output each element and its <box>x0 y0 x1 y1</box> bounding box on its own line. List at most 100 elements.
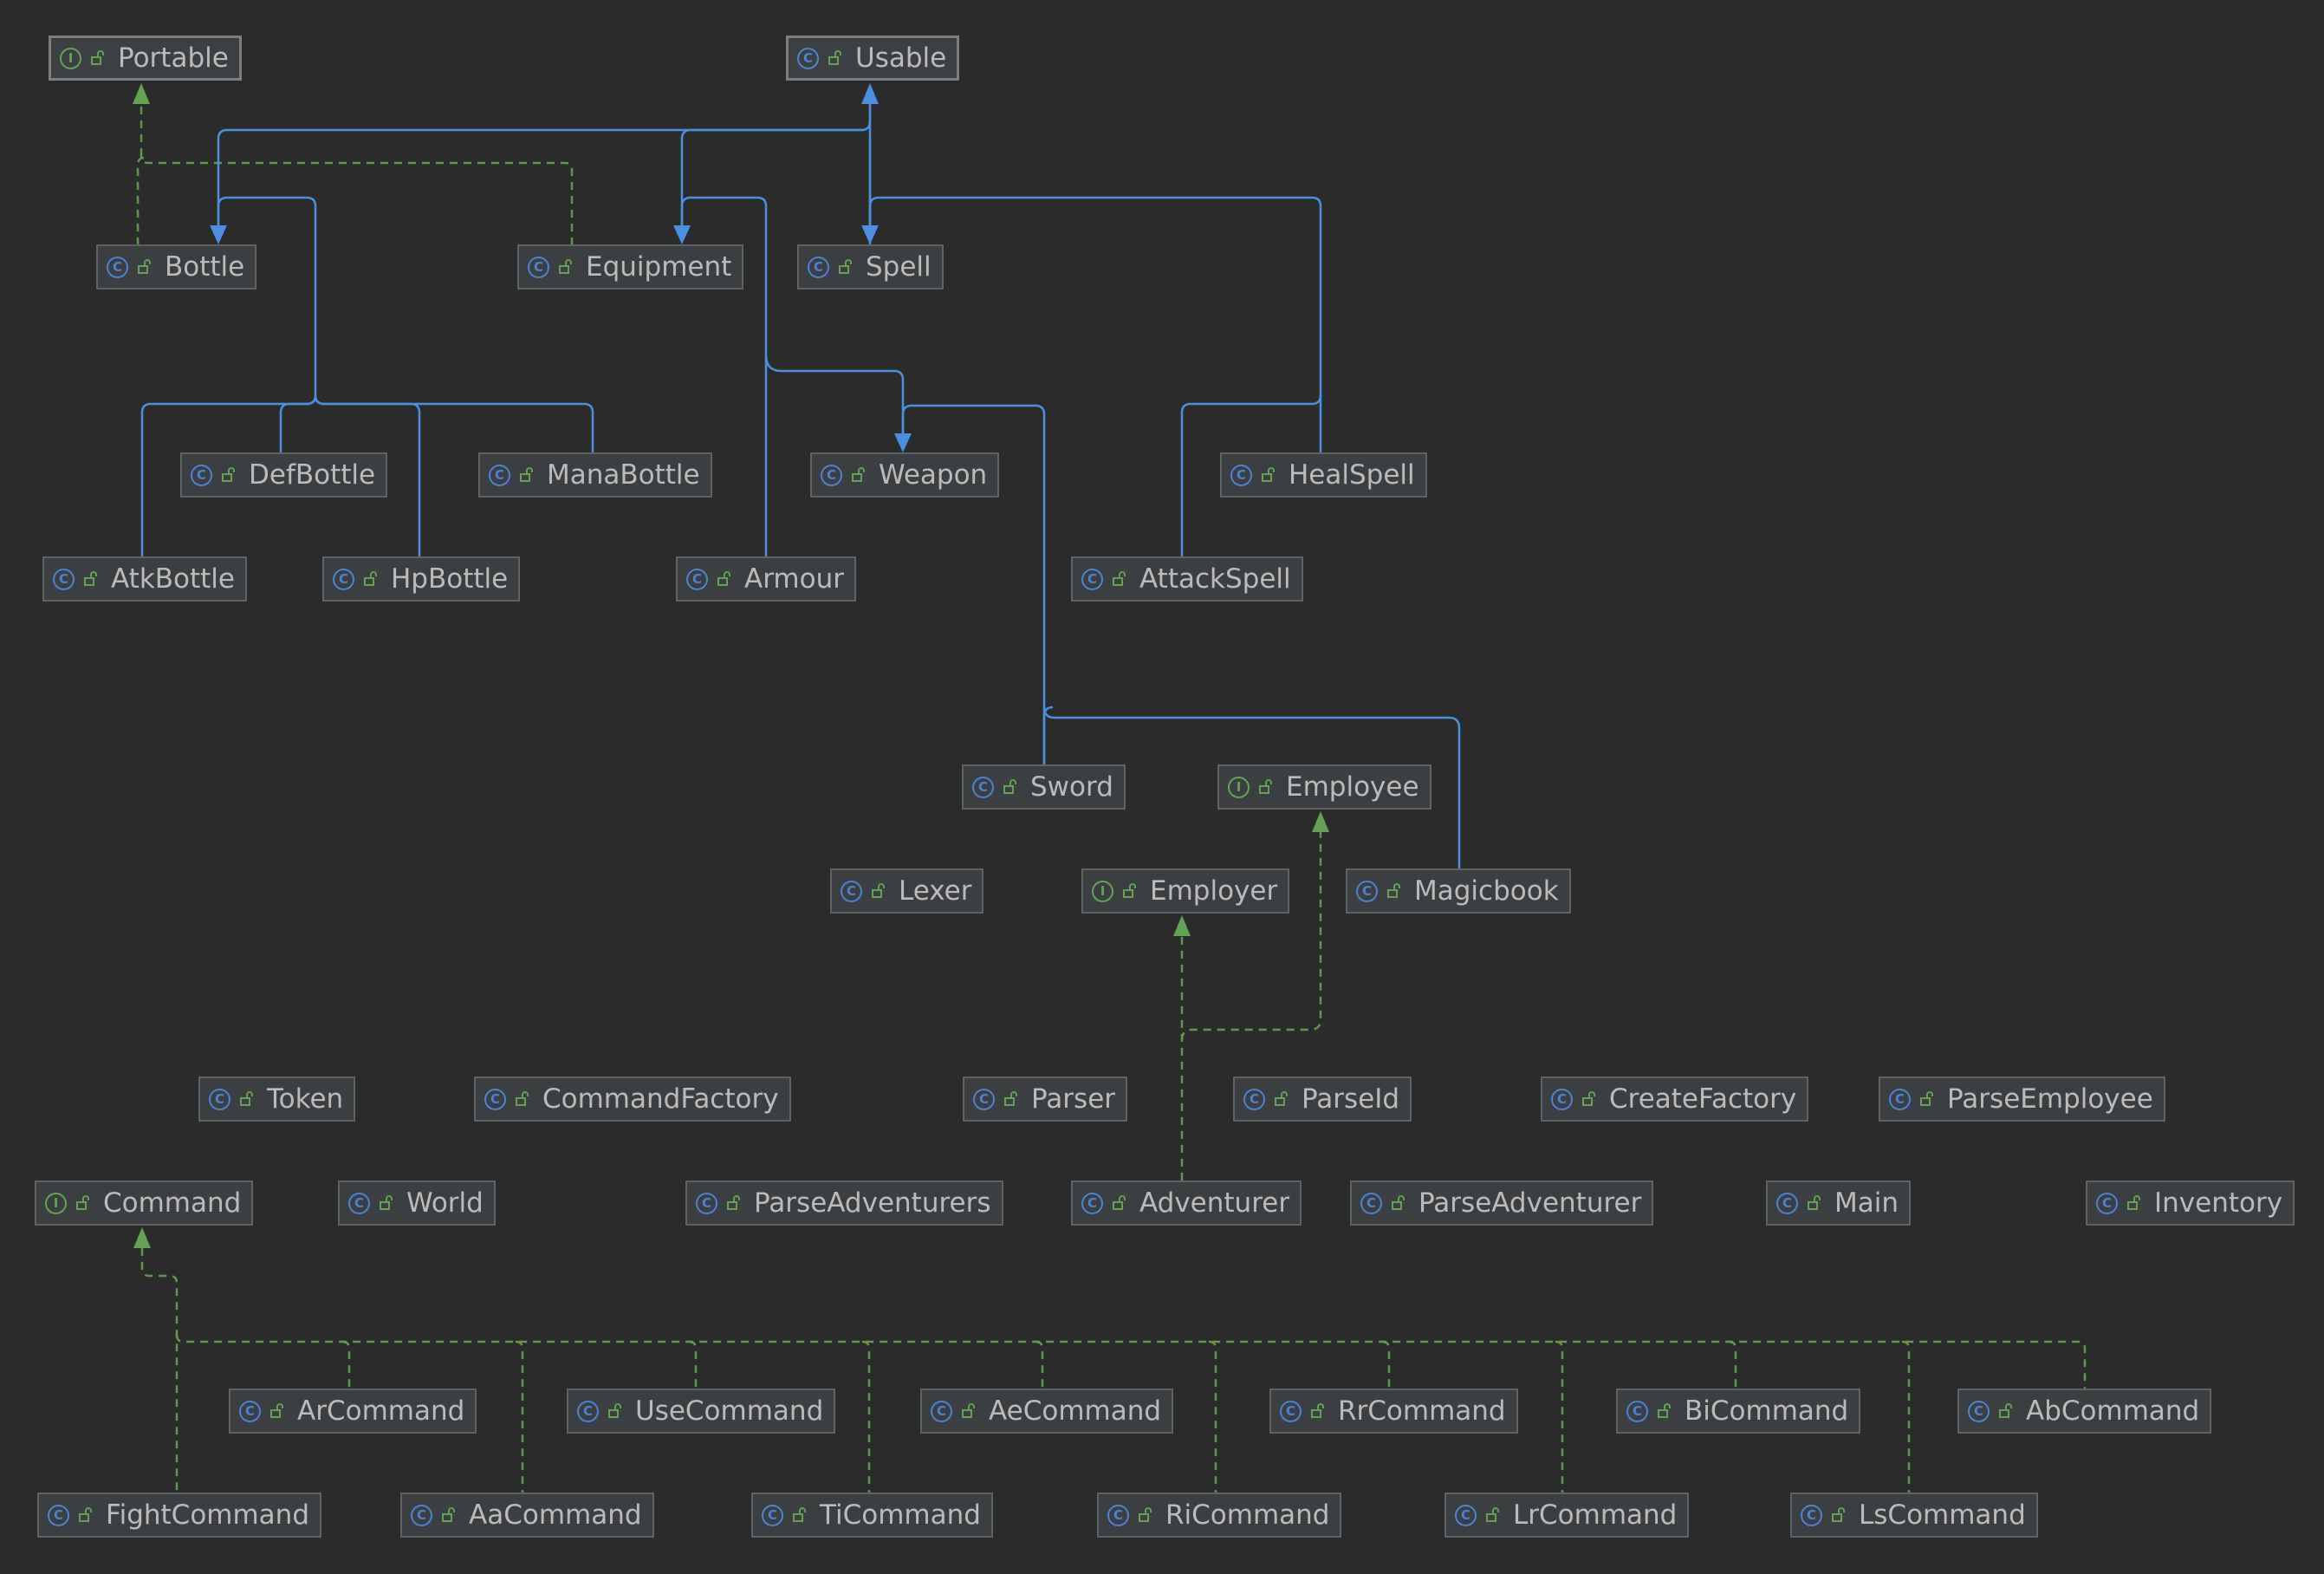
node-bicommand[interactable]: C BiCommand <box>1616 1389 1861 1434</box>
node-spell[interactable]: C Spell <box>797 244 944 289</box>
node-command[interactable]: I Command <box>35 1180 254 1226</box>
node-label: Adventurer <box>1139 1187 1290 1219</box>
class-icon: C <box>1360 1192 1382 1214</box>
node-usable[interactable]: C Usable <box>786 36 960 81</box>
node-createfactory[interactable]: C CreateFactory <box>1541 1076 1809 1122</box>
node-employee[interactable]: I Employee <box>1217 764 1431 810</box>
node-healspell[interactable]: C HealSpell <box>1220 452 1427 498</box>
runnable-class-icon: C <box>1776 1192 1798 1214</box>
node-ricommand[interactable]: C RiCommand <box>1097 1493 1342 1538</box>
node-inventory[interactable]: C Inventory <box>2086 1180 2295 1226</box>
class-icon: C <box>841 880 862 902</box>
node-label: Sword <box>1030 771 1113 803</box>
class-icon: C <box>107 256 128 278</box>
class-icon: C <box>333 568 354 590</box>
node-portable[interactable]: I Portable <box>49 36 242 81</box>
node-label: Magicbook <box>1414 875 1559 907</box>
public-access-icon <box>1999 1403 2012 1418</box>
node-manabottle[interactable]: C ManaBottle <box>478 452 712 498</box>
node-parseadventurers[interactable]: C ParseAdventurers <box>685 1180 1003 1226</box>
node-abcommand[interactable]: C AbCommand <box>1957 1389 2212 1434</box>
public-access-icon <box>1275 1091 1288 1106</box>
node-fightcommand[interactable]: C FightCommand <box>37 1493 321 1538</box>
public-access-icon <box>1311 1403 1324 1418</box>
public-access-icon <box>91 50 104 65</box>
edge-lscommand-command <box>1901 1340 1911 1493</box>
node-parseemployee[interactable]: C ParseEmployee <box>1879 1076 2165 1122</box>
public-access-icon <box>717 571 730 586</box>
interface-icon: I <box>1228 776 1250 798</box>
node-defbottle[interactable]: C DefBottle <box>180 452 388 498</box>
node-lexer[interactable]: C Lexer <box>830 868 984 914</box>
class-icon: C <box>808 256 829 278</box>
node-lscommand[interactable]: C LsCommand <box>1790 1493 2038 1538</box>
edge-aacommand-command <box>515 1340 524 1493</box>
node-commandfactory[interactable]: C CommandFactory <box>474 1076 791 1122</box>
node-label: Equipment <box>586 251 732 283</box>
edge-lrcommand-command <box>1555 1340 1564 1493</box>
node-label: AaCommand <box>469 1499 642 1531</box>
node-armour[interactable]: C Armour <box>676 556 856 602</box>
node-label: RrCommand <box>1338 1395 1506 1427</box>
node-hpbottle[interactable]: C HpBottle <box>322 556 521 602</box>
node-label: Main <box>1834 1187 1899 1219</box>
node-label: Spell <box>866 251 932 283</box>
node-label: ParseAdventurer <box>1418 1187 1642 1219</box>
node-aacommand[interactable]: C AaCommand <box>400 1493 654 1538</box>
node-ticommand[interactable]: C TiCommand <box>751 1493 993 1538</box>
public-access-icon <box>1123 883 1136 898</box>
node-label: Portable <box>118 42 229 74</box>
node-main[interactable]: C Main <box>1766 1180 1912 1226</box>
node-label: LrCommand <box>1513 1499 1678 1531</box>
class-icon: C <box>762 1504 783 1526</box>
arrow-head-usable <box>861 83 879 104</box>
public-access-icon <box>1113 571 1126 586</box>
public-access-icon <box>1259 779 1272 794</box>
class-icon: C <box>1889 1088 1911 1110</box>
node-rrcommand[interactable]: C RrCommand <box>1269 1389 1518 1434</box>
node-equipment[interactable]: C Equipment <box>517 244 744 289</box>
node-weapon[interactable]: C Weapon <box>810 452 1000 498</box>
class-icon: C <box>686 568 708 590</box>
node-lrcommand[interactable]: C LrCommand <box>1444 1493 1690 1538</box>
node-attackspell[interactable]: C AttackSpell <box>1071 556 1303 602</box>
arrow-head-equipment <box>673 225 691 244</box>
edge-attackspell-spell <box>1180 394 1322 556</box>
node-usecommand[interactable]: C UseCommand <box>567 1389 836 1434</box>
edge-healspell-spell <box>868 196 1322 452</box>
node-label: CommandFactory <box>542 1083 779 1115</box>
class-icon: C <box>53 568 75 590</box>
public-access-icon <box>84 571 97 586</box>
node-label: TiCommand <box>820 1499 981 1531</box>
node-aecommand[interactable]: C AeCommand <box>920 1389 1174 1434</box>
public-access-icon <box>1582 1091 1595 1106</box>
class-icon: C <box>191 464 212 486</box>
class-icon: C <box>48 1504 69 1526</box>
class-icon: C <box>1551 1088 1573 1110</box>
edge-armour-equipment <box>680 196 768 556</box>
node-atkbottle[interactable]: C AtkBottle <box>42 556 247 602</box>
node-sword[interactable]: C Sword <box>962 764 1126 810</box>
public-access-icon <box>1658 1403 1671 1418</box>
node-employer[interactable]: I Employer <box>1081 868 1290 914</box>
node-arcommand[interactable]: C ArCommand <box>229 1389 477 1434</box>
node-magicbook[interactable]: C Magicbook <box>1346 868 1571 914</box>
class-icon: C <box>797 47 819 69</box>
node-label: Token <box>267 1083 344 1115</box>
public-access-icon <box>1004 1091 1017 1106</box>
node-parseadventurer[interactable]: C ParseAdventurer <box>1350 1180 1654 1226</box>
node-token[interactable]: C Token <box>198 1076 356 1122</box>
class-icon: C <box>577 1400 599 1422</box>
node-adventurer[interactable]: C Adventurer <box>1071 1180 1302 1226</box>
public-access-icon <box>1113 1195 1126 1210</box>
node-bottle[interactable]: C Bottle <box>96 244 257 289</box>
node-world[interactable]: C World <box>338 1180 496 1226</box>
class-icon: C <box>2096 1192 2118 1214</box>
edge-arcommand-command <box>341 1340 351 1389</box>
public-access-icon <box>1486 1507 1499 1522</box>
node-parser[interactable]: C Parser <box>963 1076 1128 1122</box>
node-parseid[interactable]: C ParseId <box>1233 1076 1412 1122</box>
public-access-icon <box>442 1507 455 1522</box>
class-icon: C <box>1081 568 1103 590</box>
public-access-icon <box>872 883 885 898</box>
